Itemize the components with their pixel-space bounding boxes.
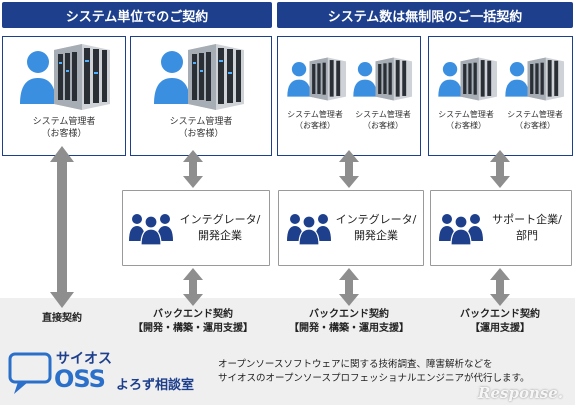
server-rack-icon — [527, 57, 565, 101]
admin-title: システム管理者 — [438, 110, 494, 119]
server-rack-icon — [188, 44, 244, 110]
person-icon — [438, 62, 462, 97]
double-arrow-icon — [50, 146, 74, 308]
middle-card-label: サポート企業/ 部門 — [492, 213, 562, 242]
double-arrow-icon — [339, 150, 359, 188]
contract-label-direct: 直接契約 — [42, 313, 82, 324]
admin-title: システム管理者 — [355, 110, 411, 119]
admin-sub: （お客様） — [515, 121, 555, 130]
watermark: Response. — [478, 384, 564, 402]
header-left-text: システム単位でのご契約 — [65, 9, 209, 25]
bottom-band — [0, 298, 575, 405]
person-icon — [20, 51, 56, 104]
middle-card-label: インテグレータ/ 開発企業 — [179, 213, 261, 242]
double-arrow-icon — [490, 150, 510, 188]
admin-caption-3a: システム管理者 （お客様） — [279, 109, 351, 131]
admin-title: システム管理者 — [507, 110, 563, 119]
admin-caption-2: システム管理者 （お客様） — [130, 116, 272, 140]
server-rack-icon — [54, 44, 110, 110]
logo-service: よろず相談室 — [116, 378, 195, 393]
double-arrow-icon — [183, 150, 203, 188]
person-icon — [505, 62, 529, 97]
person-icon — [353, 62, 377, 97]
team-icon — [129, 214, 173, 245]
admin-title: システム管理者 — [169, 117, 233, 127]
person-icon — [287, 62, 311, 97]
admin-caption-1: システム管理者 （お客様） — [2, 116, 126, 140]
middle-card-2: インテグレータ/ 開発企業 — [278, 190, 424, 266]
admin-illustration-4a — [438, 57, 498, 101]
admin-title: システム管理者 — [32, 117, 96, 127]
speech-bubble-icon — [8, 352, 52, 394]
server-rack-icon — [309, 57, 347, 101]
admin-illustration-3b — [353, 57, 413, 101]
admin-illustration-2 — [154, 44, 244, 110]
middle-card-1: インテグレータ/ 開発企業 — [122, 190, 270, 266]
admin-caption-4a: システム管理者 （お客様） — [430, 109, 502, 131]
team-icon — [287, 214, 331, 245]
admin-sub: （お客様） — [446, 121, 486, 130]
logo-brand: サイオス — [56, 351, 112, 367]
middle-card-3: サポート企業/ 部門 — [430, 190, 572, 266]
admin-title: システム管理者 — [287, 110, 343, 119]
admin-sub: （お客様） — [178, 129, 224, 139]
double-arrow-icon — [339, 268, 359, 306]
contract-label-backend-1: バックエンド契約 【開発・構築・運用支援】 — [133, 309, 253, 334]
header-right-text: システム数は無制限のご一括契約 — [327, 9, 523, 25]
server-rack-icon — [375, 57, 413, 101]
team-icon — [439, 214, 483, 245]
middle-card-label: インテグレータ/ 開発企業 — [335, 213, 417, 242]
admin-sub: （お客様） — [41, 129, 87, 139]
double-arrow-icon — [490, 268, 510, 306]
admin-caption-3b: システム管理者 （お客様） — [347, 109, 419, 131]
admin-caption-4b: システム管理者 （お客様） — [499, 109, 571, 131]
admin-illustration-4b — [505, 57, 565, 101]
footer-line-1: オープンソースソフトウェアに関する技術調査、障害解析などを — [218, 359, 493, 370]
header-left: システム単位でのご契約 — [2, 2, 272, 28]
footer-line-2: サイオスのオープンソースプロフェッショナルエンジニアが代行します。 — [218, 373, 530, 384]
footer-description: オープンソースソフトウェアに関する技術調査、障害解析などを サイオスのオープンソ… — [218, 358, 570, 386]
admin-illustration-3a — [287, 57, 347, 101]
header-right: システム数は無制限のご一括契約 — [277, 2, 573, 28]
double-arrow-icon — [183, 268, 203, 306]
sios-oss-logo: サイオス OSS よろず相談室 — [6, 348, 216, 398]
admin-sub: （お客様） — [363, 121, 403, 130]
contract-label-backend-3: バックエンド契約 【運用支援】 — [460, 309, 540, 334]
contract-label-backend-2: バックエンド契約 【開発・構築・運用支援】 — [289, 309, 409, 334]
admin-illustration-1 — [20, 44, 110, 110]
server-rack-icon — [460, 57, 498, 101]
person-icon — [154, 51, 190, 104]
admin-sub: （お客様） — [295, 121, 335, 130]
logo-oss: OSS — [54, 365, 106, 393]
